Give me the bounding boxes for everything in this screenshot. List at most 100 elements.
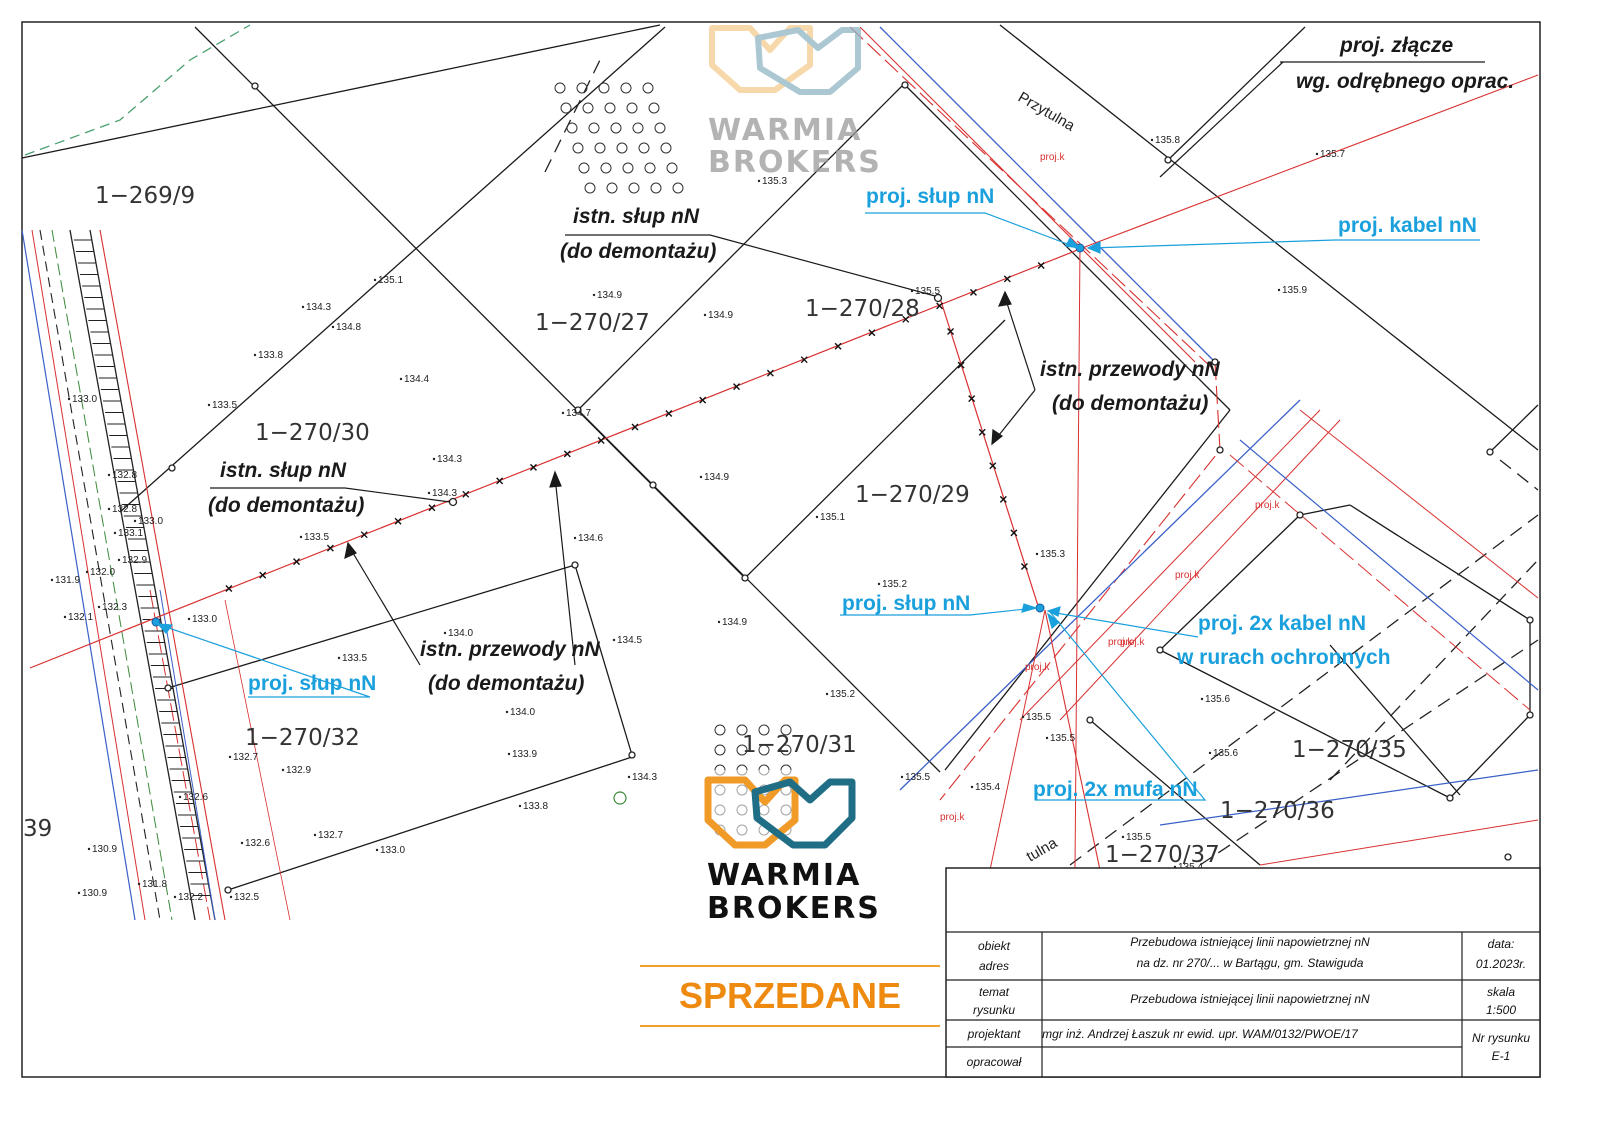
tree-circle [758,724,770,736]
elevation-value: 134.4 [404,374,429,385]
existing-line-marks [225,261,1045,593]
elevation-dot [877,582,881,586]
elevation-dot [373,278,377,282]
elevation-value: 132.3 [102,602,127,613]
elevation-value: 135.9 [1282,285,1307,296]
x-mark [496,477,504,485]
elevation-dot [1045,736,1049,740]
elevation-value: 135.3 [1040,549,1065,560]
tree-circle [572,142,584,154]
label-istn-przewody: (do demontażu) [428,672,584,695]
parcel-label: 1−270/36 [1220,798,1335,824]
elevation-value: 133.1 [118,528,143,539]
x-mark [902,315,910,323]
proj-tag: proj.k [1120,637,1145,648]
elevation-dot [301,305,305,309]
tree-circle [578,162,590,174]
elevation-value: 135.2 [882,579,907,590]
elevation-dot [1208,751,1212,755]
dashed-lines [544,59,1539,866]
tb-value: 01.2023r. [1476,957,1526,971]
elevation-dot [699,475,703,479]
elevation-dot [253,353,257,357]
elevation-value: 135.1 [820,512,845,523]
poles [164,81,1534,894]
tree-circle [644,162,656,174]
tb-label: adres [979,959,1009,973]
elevation-dot [507,752,511,756]
elevation-dot [77,891,81,895]
elevation-dot [573,536,577,540]
elevation-dot [331,325,335,329]
elevation-dot [229,895,233,899]
tree-circle [780,724,792,736]
elevation-value: 133.5 [212,400,237,411]
tree-circle [648,102,660,114]
elevation-value: 133.0 [380,845,405,856]
elevation-dot [757,179,761,183]
watermark-top: WARMIA BROKERS [708,25,882,180]
map-frame [21,21,1541,1078]
elevation-value: 130.9 [82,888,107,899]
parcel-labels: 1−269/9 1−270/27 1−270/28 1−270/30 1−270… [23,183,1407,868]
parcel-boundaries [21,24,1539,891]
watermark-text: WARMIA [708,113,862,148]
elevation-value: 131.9 [55,575,80,586]
elevation-dot [173,895,177,899]
tree-circle [638,142,650,154]
elevation-dot [107,507,111,511]
black-leaders [210,234,1036,666]
tree-area [554,82,792,836]
elevation-value: 135.6 [1205,694,1230,705]
elevation-value: 131.8 [142,879,167,890]
existing-overhead-line [29,244,1091,669]
tree-circle [758,744,770,756]
street-name: tulna [1024,834,1061,865]
elevation-value: 135.6 [1213,748,1238,759]
parcel-label: 1−270/29 [855,482,970,508]
sold-banner: SPRZEDANE [640,965,940,1027]
elevation-value: 133.5 [342,653,367,664]
label-proj-kabel: w rurach ochronnych [1176,646,1391,669]
elevation-value: 134.3 [432,488,457,499]
x-mark [394,517,402,525]
building-hatch [73,239,211,896]
elevation-dot [228,755,232,759]
tree-circle [616,142,628,154]
tree-circle [598,82,610,94]
x-mark [293,558,301,566]
x-mark [259,571,267,579]
proj-tag: proj.k [1040,152,1065,163]
street-name: Przytulna [1015,89,1078,135]
elevation-dot [1150,138,1154,142]
elevation-value: 135.4 [975,782,1000,793]
watermark-text: BROKERS [708,145,882,180]
elevation-dot [207,403,211,407]
tree-circle [554,82,566,94]
elevation-dot [1021,715,1025,719]
tree-circle [672,182,684,194]
elevation-value: 133.9 [512,749,537,760]
proj-tags: proj.kproj.kproj.kproj.kproj.kproj.kproj… [940,152,1280,823]
tree-circle [780,744,792,756]
tb-value: E-1 [1492,1049,1511,1063]
tree-circle [650,182,662,194]
elevation-dot [825,692,829,696]
label-istn-przewody: istn. przewody nN [420,638,601,661]
tb-label: temat [979,985,1010,999]
tree-circle [582,102,594,114]
x-mark [1020,562,1028,570]
x-mark [834,342,842,350]
tree-circle [622,162,634,174]
x-mark [631,423,639,431]
parcel-label: 1−270/37 [1105,842,1220,868]
x-mark [1003,275,1011,283]
tree-circle [604,102,616,114]
elevation-dot [970,785,974,789]
x-mark [1010,529,1018,537]
parcel-label: 1−270/31 [742,732,857,758]
watermark-text: BROKERS [707,891,881,926]
elevation-value: 134.9 [722,617,747,628]
x-mark [957,361,965,369]
label-proj-kabel: proj. 2x kabel nN [1198,612,1366,635]
